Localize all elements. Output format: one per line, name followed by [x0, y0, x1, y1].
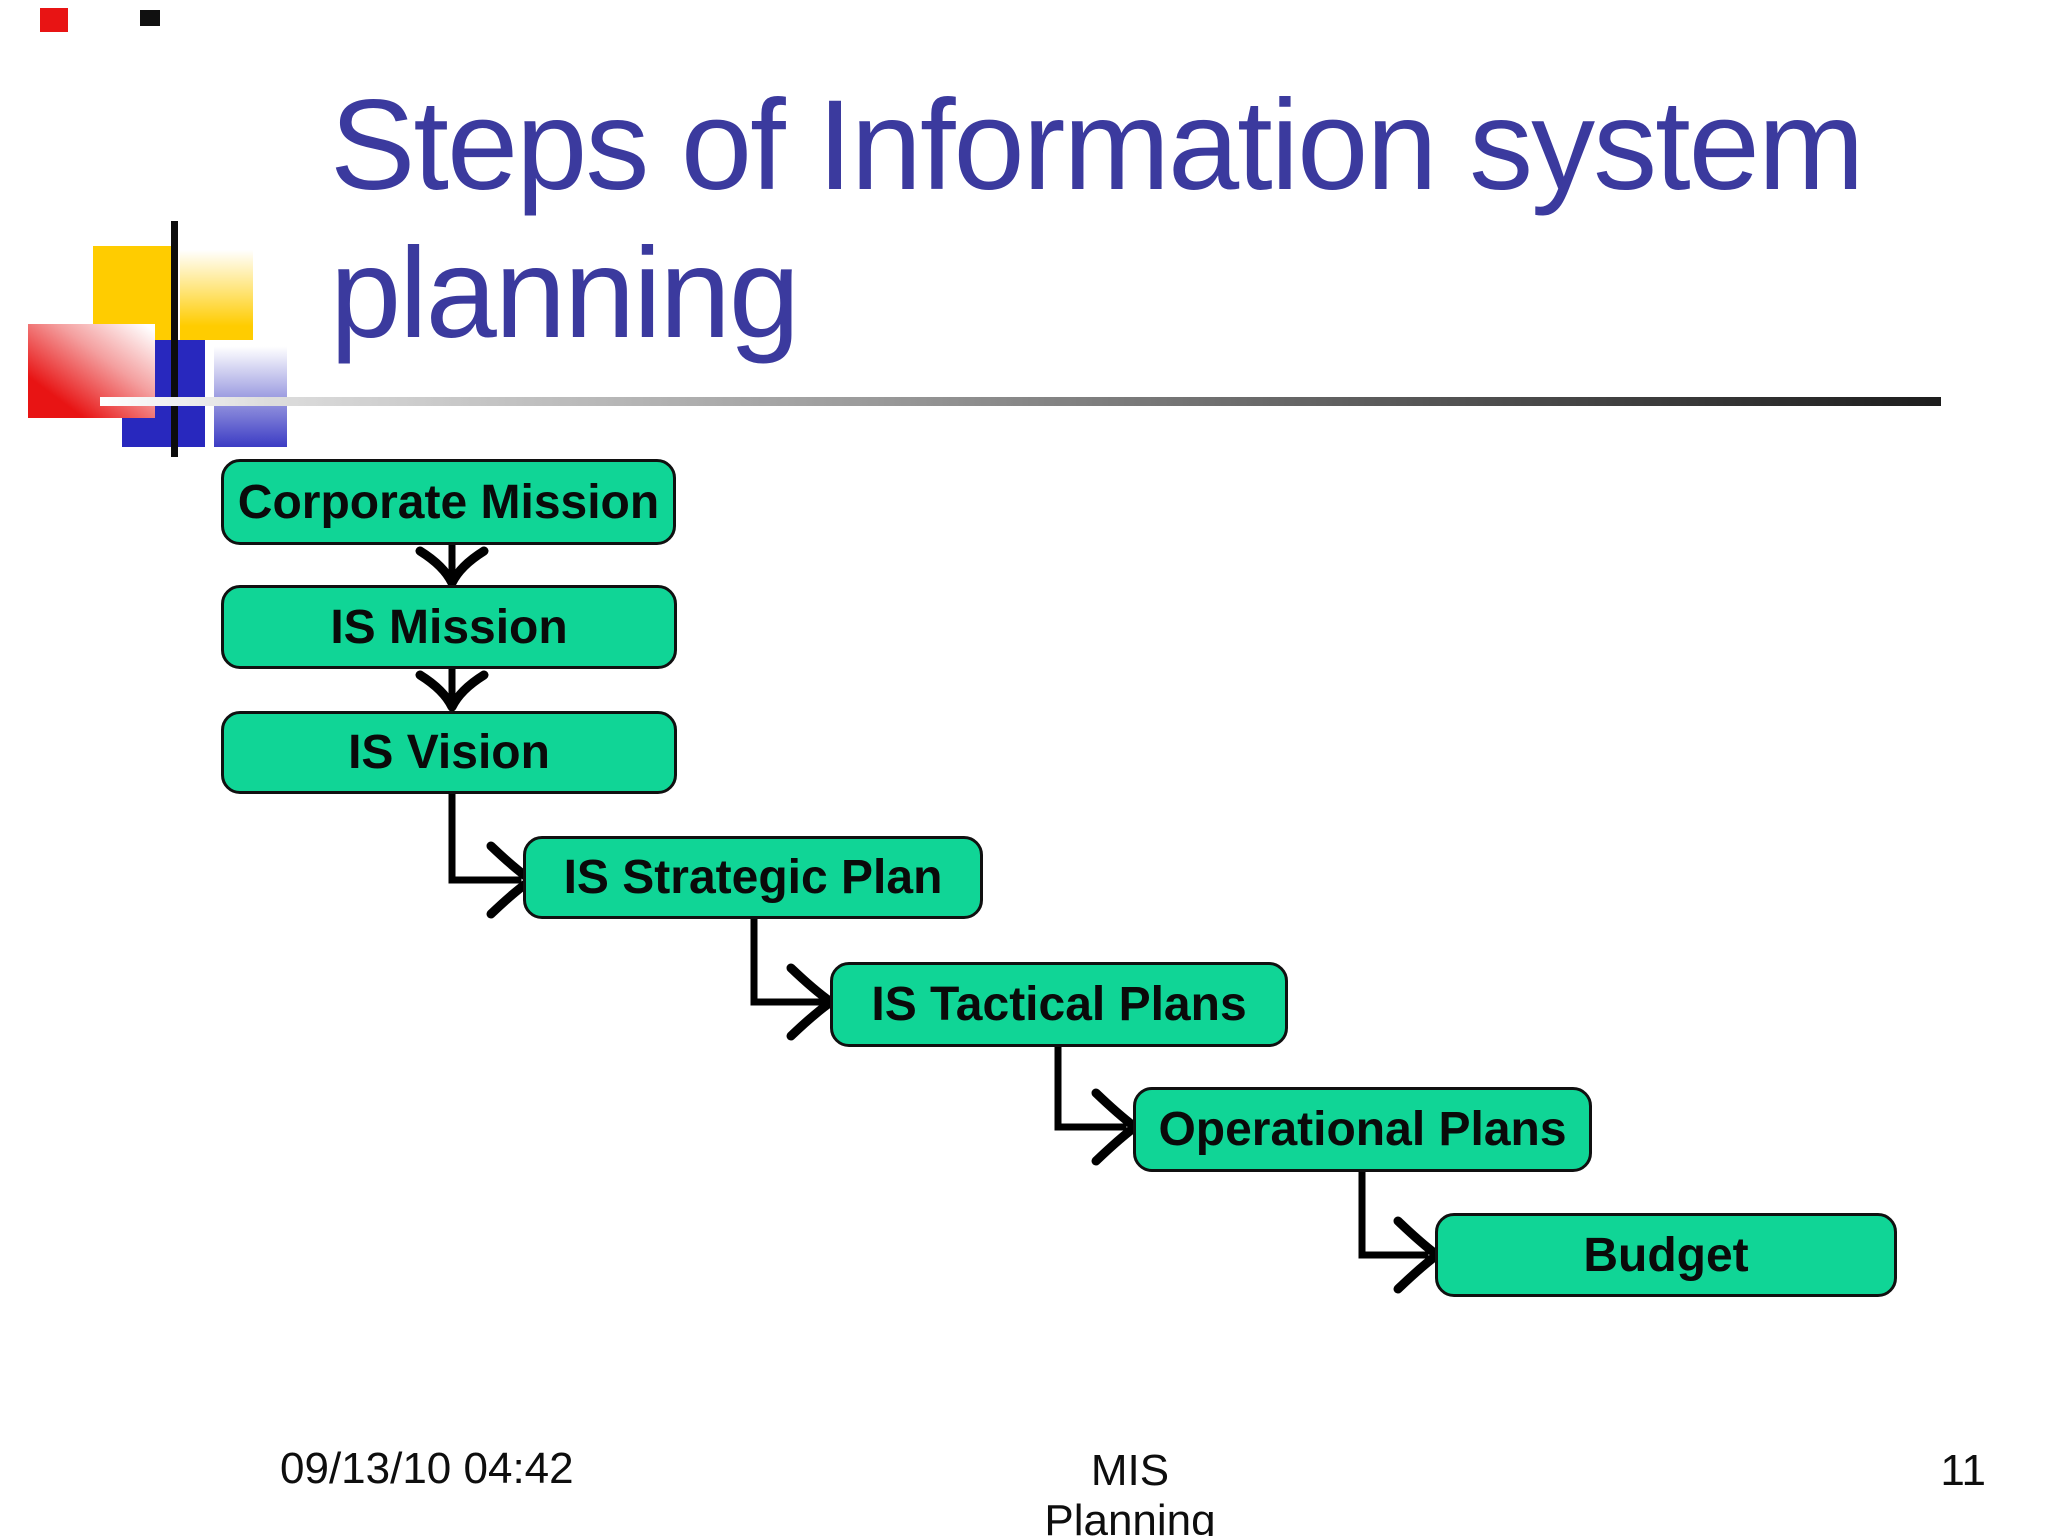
flow-box-operational-plans: Operational Plans: [1133, 1087, 1592, 1172]
footer-page-number: 11: [1940, 1446, 1986, 1495]
connector-operational-to-budget: [1358, 1168, 1429, 1259]
logo-vertical-line: [171, 221, 178, 457]
footer-datetime: 09/13/10 04:42: [280, 1444, 574, 1493]
flow-box-label: Budget: [1583, 1228, 1749, 1282]
flow-box-is-strategic-plan: IS Strategic Plan: [523, 836, 983, 919]
connector-strategic-to-tactical: [750, 915, 824, 1006]
flow-box-label: IS Strategic Plan: [563, 851, 943, 904]
flow-box-corporate-mission: Corporate Mission: [221, 459, 676, 545]
connector-isvision-to-strategic: [448, 790, 522, 884]
page-title: Steps of Information system planning: [330, 72, 1970, 368]
flow-box-is-vision: IS Vision: [221, 711, 677, 794]
connector-tactical-to-operational: [1054, 1043, 1127, 1131]
footer-title: MIS Planning: [1044, 1446, 1216, 1536]
corner-black-mark: [140, 10, 160, 26]
arrowhead-down-1: [415, 546, 489, 588]
flow-box-label: Corporate Mission: [237, 475, 660, 529]
flow-box-label: IS Mission: [330, 600, 568, 654]
corner-red-mark: [40, 8, 68, 32]
flow-box-label: Operational Plans: [1158, 1103, 1567, 1156]
flow-box-is-tactical-plans: IS Tactical Plans: [830, 962, 1288, 1047]
page-title-line1: Steps of Information system: [330, 74, 1864, 217]
arrowhead-down-2: [415, 670, 489, 712]
page-title-line2: planning: [330, 222, 800, 365]
logo-blue-gradient-block: [214, 340, 287, 447]
flow-box-label: IS Tactical Plans: [871, 978, 1247, 1031]
title-divider-line: [100, 397, 1941, 406]
flow-box-budget: Budget: [1435, 1213, 1897, 1297]
flow-box-label: IS Vision: [348, 726, 550, 779]
logo-yellow-gradient-block: [180, 246, 253, 340]
flow-box-is-mission: IS Mission: [221, 585, 677, 669]
